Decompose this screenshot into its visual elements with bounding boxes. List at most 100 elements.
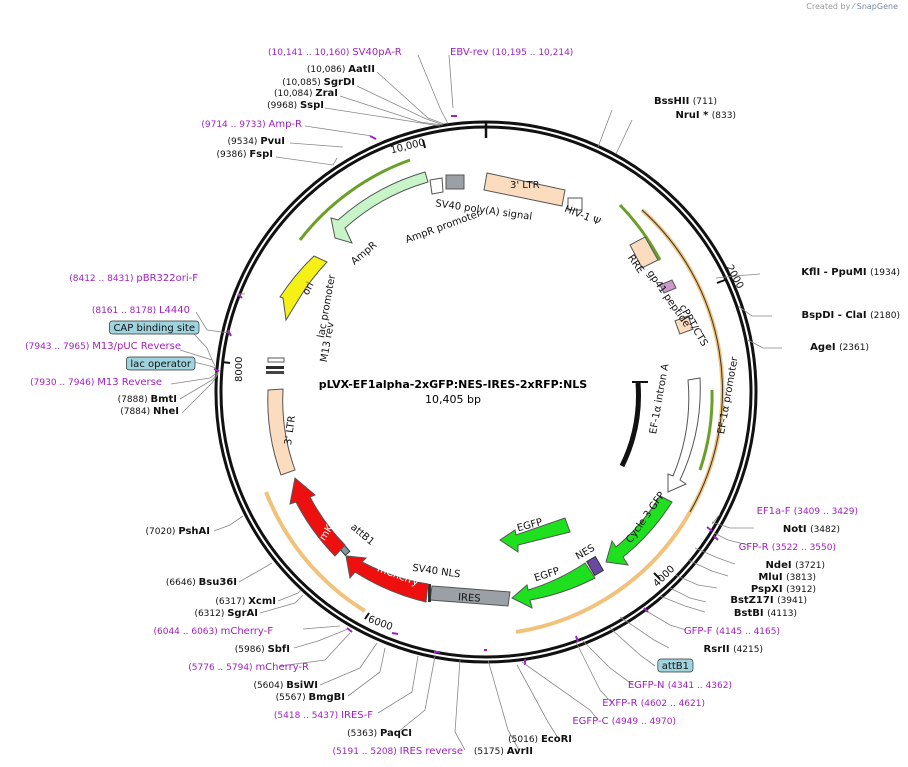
site-label-pbr322ori-f[interactable]: (8412 .. 8431) pBR322ori-F <box>69 273 198 284</box>
site-label-sgrai[interactable]: (6312) SgrAI <box>194 608 258 619</box>
site-label-rsrii[interactable]: RsrII (4215) <box>704 644 763 655</box>
site-label-text: EF1a-F (3409 .. 3429) <box>757 506 858 517</box>
site-position: (3721) <box>795 561 825 571</box>
site-position: (4145 .. 4165) <box>716 627 780 637</box>
site-position: (6044 .. 6063) <box>153 627 220 637</box>
site-label-ires-reverse[interactable]: (5191 .. 5208) IRES reverse <box>333 746 463 757</box>
site-label-gfp-f[interactable]: GFP-F (4145 .. 4165) <box>684 626 780 637</box>
site-label-bmgbi[interactable]: (5567) BmgBI <box>276 692 345 703</box>
site-label-text: AgeI (2361) <box>810 342 869 353</box>
site-label-text: (10,141 .. 10,160) SV40pA-R <box>268 47 402 58</box>
site-name: PaqCI <box>380 728 412 739</box>
site-position: (7888) <box>118 395 151 405</box>
site-label-paqci[interactable]: (5363) PaqCI <box>347 728 412 739</box>
site-position: (5175) <box>474 747 507 757</box>
site-position: (6317) <box>215 597 248 607</box>
site-label-lac-operator[interactable]: lac operator <box>126 356 196 371</box>
site-label-m13-reverse[interactable]: (7930 .. 7946) M13 Reverse <box>30 377 162 388</box>
site-label-text: (10,086) AatII <box>307 64 375 75</box>
site-label-pshai[interactable]: (7020) PshAI <box>146 526 210 537</box>
site-label-zrai[interactable]: (10,084) ZraI <box>274 88 338 99</box>
plasmid-length: 10,405 bp <box>425 393 481 406</box>
site-label-bstbi[interactable]: BstBI (4113) <box>734 608 797 619</box>
site-label-text: (7930 .. 7946) M13 Reverse <box>30 377 162 388</box>
site-position: (4341 .. 4362) <box>668 681 732 691</box>
site-label-text: PspXI (3912) <box>751 584 816 595</box>
site-label-l4440[interactable]: (8161 .. 8178) L4440 <box>92 305 190 316</box>
site-name: BstBI <box>734 608 767 619</box>
site-label-attb1[interactable]: attB1 <box>657 658 694 673</box>
site-label-kfli-ppumi[interactable]: KflI - PpuMI (1934) <box>801 267 900 278</box>
ef1a-promoter-feature <box>667 377 701 493</box>
site-label-xcmi[interactable]: (6317) XcmI <box>215 596 276 607</box>
site-label-ef1a-f[interactable]: EF1a-F (3409 .. 3429) <box>757 506 858 517</box>
site-label-ecori[interactable]: (5016) EcoRI <box>508 734 572 745</box>
site-label-sspi[interactable]: (9968) SspI <box>267 100 324 111</box>
site-name: BspDI - ClaI <box>801 310 870 321</box>
site-label-gfp-r[interactable]: GFP-R (3522 .. 3550) <box>739 542 836 553</box>
site-label-nhei[interactable]: (7884) NheI <box>120 406 179 417</box>
site-label-ebv-rev[interactable]: EBV-rev (10,195 .. 10,214) <box>450 47 573 58</box>
site-label-bstz17i[interactable]: BstZ17I (3941) <box>730 595 807 606</box>
site-name: BmgBI <box>308 692 345 703</box>
site-label-egfp-c[interactable]: EGFP-C (4949 .. 4970) <box>572 716 676 727</box>
site-position: (4949 .. 4970) <box>612 717 676 727</box>
site-name: PshAI <box>178 526 210 537</box>
site-label-ndei[interactable]: NdeI (3721) <box>766 560 825 571</box>
site-label-m13-puc-reverse[interactable]: (7943 .. 7965) M13/pUC Reverse <box>25 341 181 352</box>
site-label-text: KflI - PpuMI (1934) <box>801 267 900 278</box>
site-label-bsshii[interactable]: BssHII (711) <box>654 96 717 107</box>
site-label-amp-r[interactable]: (9714 .. 9733) Amp-R <box>201 119 302 130</box>
orange-arc-right-inner <box>641 209 723 513</box>
site-label-text: (7888) BmtI <box>118 394 177 405</box>
site-name: GFP-R <box>739 542 772 553</box>
site-label-agei[interactable]: AgeI (2361) <box>810 342 869 353</box>
site-name: mCherry-R <box>255 662 309 673</box>
site-label-mlui[interactable]: MluI (3813) <box>758 572 816 583</box>
egfp-upper-feature <box>499 517 571 553</box>
site-position: (9968) <box>267 101 300 111</box>
site-label-cap-binding-site[interactable]: CAP binding site <box>109 320 200 335</box>
site-label-text: NdeI (3721) <box>766 560 825 571</box>
site-label-exfp-r[interactable]: EXFP-R (4602 .. 4621) <box>602 698 705 709</box>
site-name: Amp-R <box>269 119 303 130</box>
site-label-sbfi[interactable]: (5986) SbfI <box>235 644 290 655</box>
ampr-feature <box>330 171 429 244</box>
site-label-text: (5567) BmgBI <box>276 692 345 703</box>
site-label-sv40pa-r[interactable]: (10,141 .. 10,160) SV40pA-R <box>268 47 402 58</box>
site-label-avrii[interactable]: (5175) AvrII <box>474 746 533 757</box>
site-label-aatii[interactable]: (10,086) AatII <box>307 64 375 75</box>
site-name: EXFP-R <box>602 698 640 709</box>
site-name: FspI <box>249 149 273 160</box>
site-label-nrui[interactable]: NruI * (833) <box>675 110 736 121</box>
site-name: AgeI <box>810 342 839 353</box>
site-label-text: GFP-R (3522 .. 3550) <box>739 542 836 553</box>
site-label-pvui[interactable]: (9534) PvuI <box>228 136 285 147</box>
site-position: (2180) <box>870 311 900 321</box>
site-label-pspxi[interactable]: PspXI (3912) <box>751 584 816 595</box>
site-label-bsu36i[interactable]: (6646) Bsu36I <box>166 577 237 588</box>
site-label-mcherry-f[interactable]: (6044 .. 6063) mCherry-F <box>153 626 273 637</box>
site-label-bspdi-clai[interactable]: BspDI - ClaI (2180) <box>801 310 900 321</box>
site-label-text: GFP-F (4145 .. 4165) <box>684 626 780 637</box>
site-label-text: (6317) XcmI <box>215 596 276 607</box>
site-position: (9386) <box>217 150 250 160</box>
site-label-fspi[interactable]: (9386) FspI <box>217 149 273 160</box>
site-label-text: BssHII (711) <box>654 96 717 107</box>
site-label-text: (5175) AvrII <box>474 746 533 757</box>
site-position: (3409 .. 3429) <box>794 507 858 517</box>
site-label-ires-f[interactable]: (5418 .. 5437) IRES-F <box>274 710 373 721</box>
site-position: (3912) <box>786 585 816 595</box>
site-label-noti[interactable]: NotI (3482) <box>783 524 840 535</box>
site-label-text: RsrII (4215) <box>704 644 763 655</box>
site-label-mcherry-r[interactable]: (5776 .. 5794) mCherry-R <box>188 662 309 673</box>
site-label-text: EGFP-N (4341 .. 4362) <box>628 680 732 691</box>
site-label-sgrdi[interactable]: (10,085) SgrDI <box>282 77 355 88</box>
site-label-egfp-n[interactable]: EGFP-N (4341 .. 4362) <box>628 680 732 691</box>
site-label-bsiwi[interactable]: (5604) BsiWI <box>253 680 318 691</box>
site-label-bmti[interactable]: (7888) BmtI <box>118 394 177 405</box>
site-label-text: EBV-rev (10,195 .. 10,214) <box>450 47 573 58</box>
snapgene-logo-icon: ⁄ <box>852 2 855 11</box>
site-position: (2361) <box>839 343 869 353</box>
